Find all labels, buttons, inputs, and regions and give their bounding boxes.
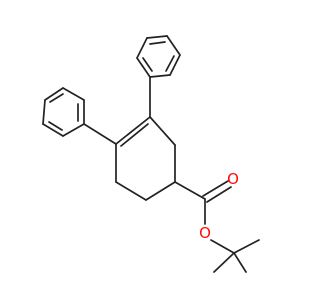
- bond: [136, 37, 148, 59]
- tert-butyl-ester: [174, 180, 260, 273]
- bond: [169, 54, 181, 76]
- bond: [62, 123, 85, 137]
- bond-o-to-tbutyl: [210, 239, 235, 254]
- ring-double-bond-inner: [120, 123, 149, 147]
- carbonyl-double-bond-inner: [206, 186, 232, 203]
- bond: [136, 57, 151, 78]
- bond-inner: [49, 93, 64, 103]
- bond: [42, 123, 64, 137]
- molecule-structure: O O: [42, 35, 260, 273]
- left-phenyl-ring: [42, 87, 85, 137]
- ring-double-bond: [115, 116, 151, 145]
- tbutyl-methyl-bond: [213, 252, 235, 273]
- bond-inner: [165, 55, 175, 72]
- bond: [149, 74, 171, 78]
- bond: [44, 87, 64, 101]
- bond-inner: [142, 57, 153, 72]
- top-phenyl-ring: [136, 35, 181, 78]
- tbutyl-methyl-bond: [233, 239, 260, 254]
- bond: [145, 181, 176, 201]
- ester-oxygen-label: O: [199, 224, 211, 242]
- tbutyl-methyl-bond: [233, 252, 247, 273]
- bond: [166, 35, 181, 56]
- bond: [115, 181, 147, 201]
- bond-to-left-phenyl: [83, 123, 117, 145]
- bond-to-carbonyl-carbon: [174, 181, 206, 200]
- bond-inner: [48, 121, 63, 131]
- bond-inner: [149, 41, 166, 45]
- bond: [42, 99, 46, 125]
- molecule-canvas: O O: [42, 35, 260, 273]
- carbonyl-double-bond: [202, 180, 229, 197]
- bond: [146, 35, 168, 39]
- bond: [149, 116, 176, 146]
- cyclohexene-ring: [83, 76, 176, 201]
- bond: [62, 87, 85, 101]
- carbonyl-oxygen-label: O: [227, 170, 239, 188]
